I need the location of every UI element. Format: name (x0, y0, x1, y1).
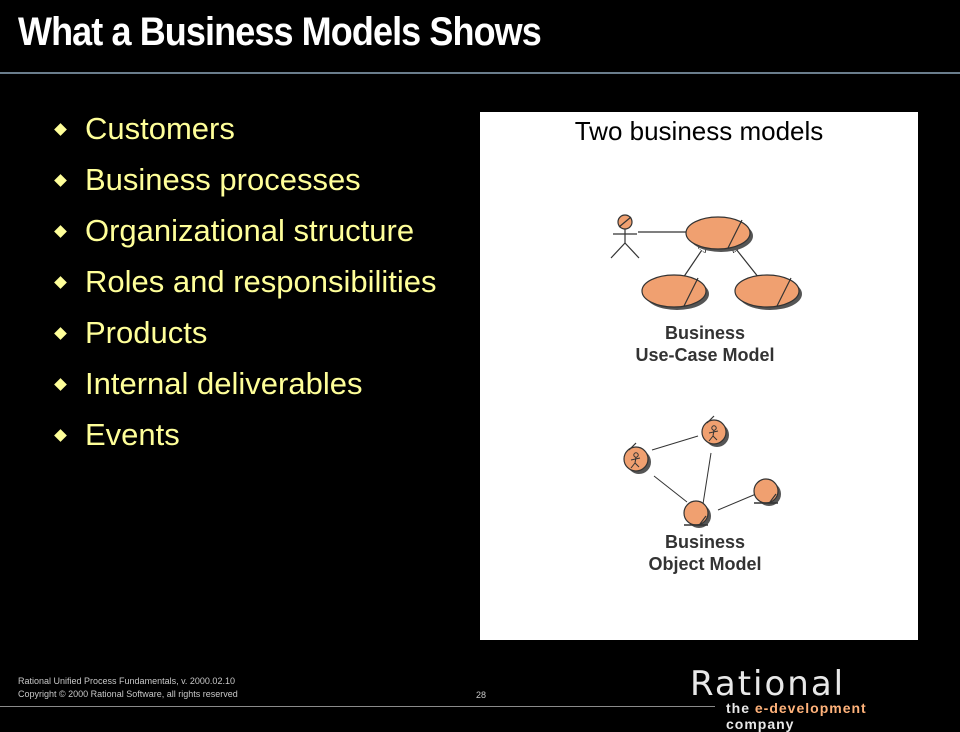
bullet-item: Products (54, 317, 445, 349)
bullet-item: Customers (54, 113, 445, 145)
tagline-highlight: e-development (754, 700, 867, 716)
business-use-case-icon (641, 274, 709, 310)
tagline-suffix: company (726, 716, 795, 732)
title-divider (0, 72, 960, 74)
bullet-text: Customers (85, 111, 235, 146)
bullet-text: Events (85, 417, 180, 452)
object-label-line1: Business (664, 532, 746, 552)
business-worker-icon (701, 415, 729, 447)
diamond-bullet-icon (54, 123, 67, 136)
object-link (651, 435, 699, 451)
bullet-text: Business processes (85, 162, 361, 197)
bullet-item: Business processes (54, 164, 445, 196)
diamond-bullet-icon (54, 327, 67, 340)
bullet-item: Events (54, 419, 445, 451)
bullet-text: Organizational structure (85, 213, 415, 248)
bullet-item: Organizational structure (54, 215, 445, 247)
panel-title: Two business models (574, 116, 824, 146)
object-model-label: Business Object Model (480, 531, 930, 575)
bullet-item: Internal deliverables (54, 368, 445, 400)
slide-title: What a Business Models Shows (18, 10, 542, 54)
object-link (717, 493, 757, 511)
generalization-arrow (682, 244, 706, 279)
diamond-bullet-icon (54, 276, 67, 289)
bullet-list: Customers Business processes Organizatio… (54, 113, 445, 470)
bullet-text: Internal deliverables (85, 366, 363, 401)
object-label-line2: Object Model (648, 554, 762, 574)
bullet-text: Roles and responsibilities (85, 264, 437, 299)
business-worker-icon (623, 442, 651, 474)
logo-tagline: the e-development company (726, 700, 920, 732)
business-use-case-icon (734, 274, 802, 310)
diamond-bullet-icon (54, 429, 67, 442)
footer-copyright: Rational Unified Process Fundamentals, v… (18, 675, 238, 701)
business-actor-icon (610, 214, 640, 259)
diamond-bullet-icon (54, 378, 67, 391)
page-number: 28 (476, 690, 487, 700)
business-entity-icon (753, 478, 781, 506)
use-case-label-line1: Business (664, 323, 746, 343)
object-link (653, 475, 688, 503)
bullet-item: Roles and responsibilities (54, 266, 445, 298)
tagline-prefix: the (726, 700, 755, 716)
use-case-model-label: Business Use-Case Model (480, 322, 930, 366)
business-entity-icon (683, 500, 711, 528)
business-models-diagram (610, 214, 802, 528)
footer-line1: Rational Unified Process Fundamentals, v… (18, 676, 235, 686)
footer-divider (0, 706, 715, 707)
rational-logo: Rational the e-development company (690, 666, 920, 732)
footer-line2: Copyright © 2000 Rational Software, all … (18, 689, 238, 699)
diagram-panel: Two business models (480, 112, 918, 640)
use-case-label-line2: Use-Case Model (635, 345, 775, 365)
bullet-text: Products (85, 315, 208, 350)
business-use-case-icon (685, 216, 753, 252)
logo-wordmark: Rational (690, 664, 846, 704)
diamond-bullet-icon (54, 174, 67, 187)
diamond-bullet-icon (54, 225, 67, 238)
object-link (702, 452, 712, 505)
